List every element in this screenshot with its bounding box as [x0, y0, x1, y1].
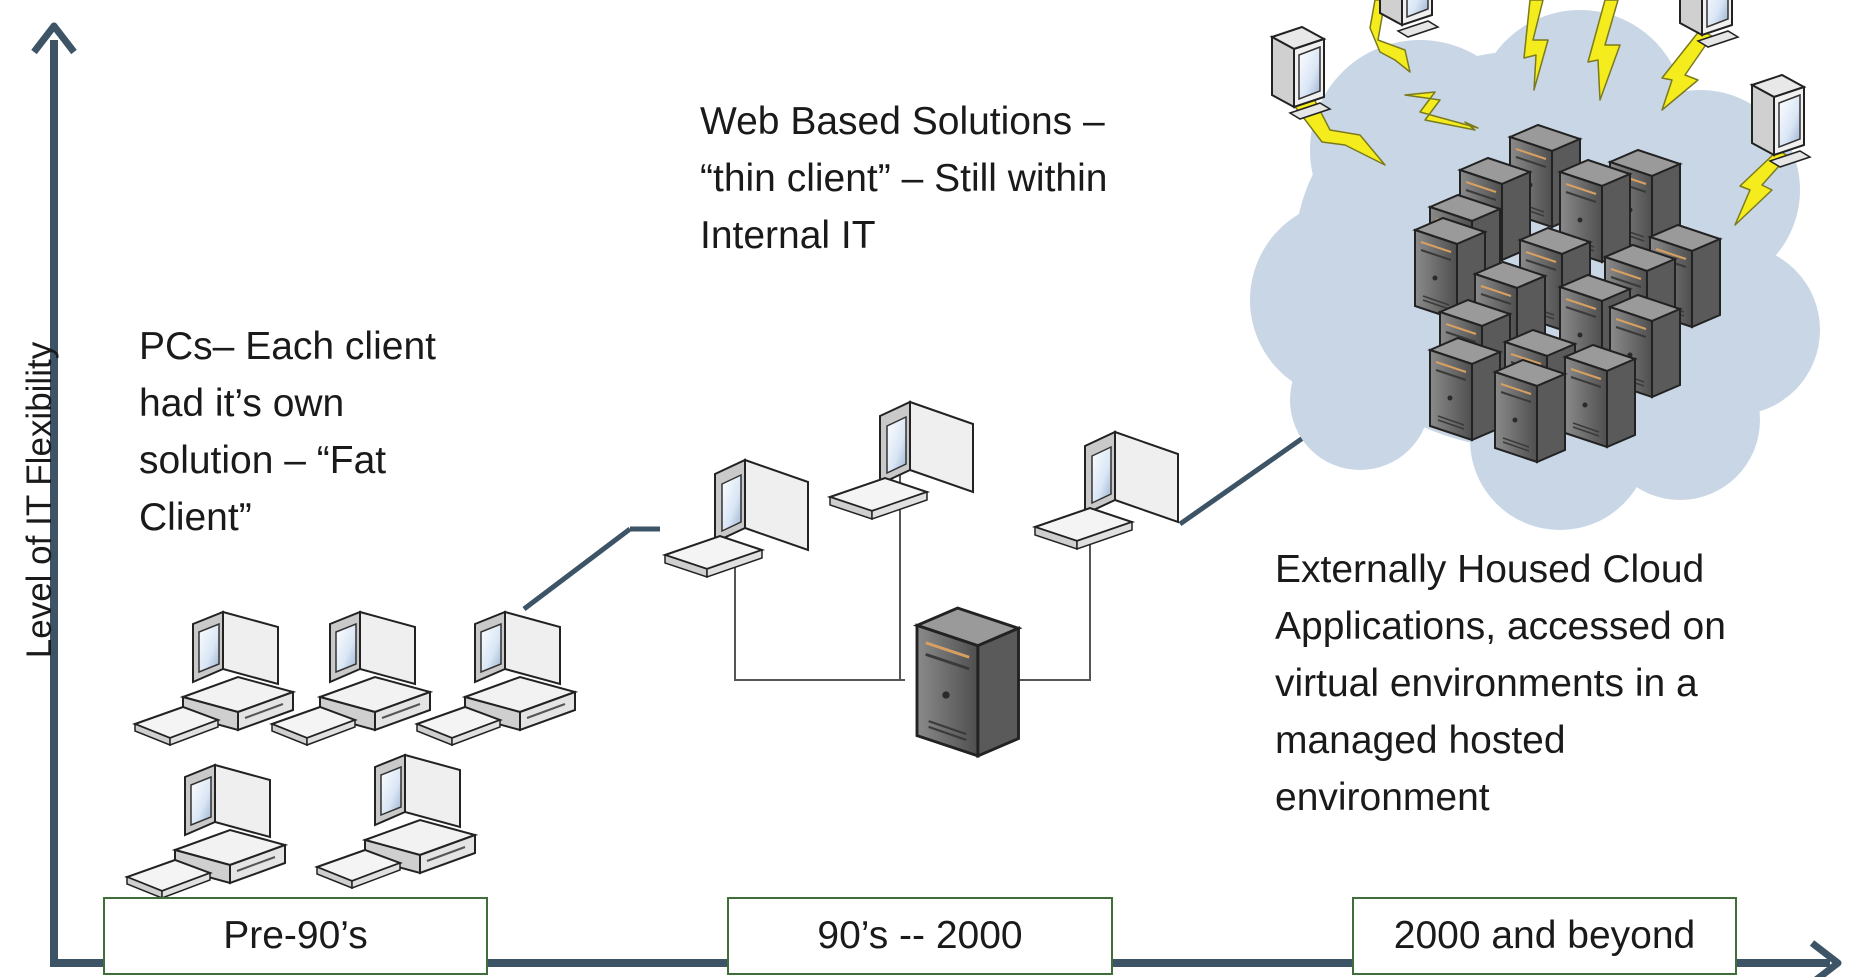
cloud-description: Externally Housed Cloud Applications, ac…: [1275, 548, 1726, 819]
era-label-90s-2000: 90’s -- 2000: [727, 897, 1113, 975]
desktop-computer-icon: [271, 611, 431, 746]
monitor-icon: [1679, 0, 1739, 48]
y-axis-arrowhead: [31, 22, 77, 55]
server-tower-icon: [1494, 359, 1566, 463]
lightning-bolt-icon: [1404, 91, 1479, 131]
network-cable: [1015, 500, 1091, 681]
monitor-icon: [1271, 26, 1331, 120]
y-axis-label: Level of IT Flexibility: [20, 341, 59, 659]
desktop-computer-icon: [134, 611, 294, 746]
pc-cluster: [126, 611, 576, 899]
monitor-icon: [1379, 0, 1439, 38]
lightning-bolt-icon: [1587, 0, 1621, 101]
connector-pcs-to-web: [522, 527, 632, 611]
desktop-computer-icon: [126, 764, 286, 899]
x-axis-arrowhead: [1809, 940, 1842, 977]
monitor-icon: [1034, 431, 1179, 550]
cloud-cluster: [1250, 0, 1820, 530]
monitor-icon: [664, 459, 809, 578]
server-tower-icon: [1564, 344, 1636, 448]
era-label-pre-90s: Pre-90’s: [103, 897, 488, 975]
fat-client-description: PCs– Each client had it’s own solution –…: [139, 325, 436, 539]
network-cable: [734, 555, 905, 681]
lightning-bolt-icon: [1523, 0, 1549, 91]
era-label-2000-beyond: 2000 and beyond: [1352, 897, 1737, 975]
desktop-computer-icon: [416, 611, 576, 746]
network-cluster: [664, 401, 1179, 758]
monitor-icon: [829, 401, 974, 520]
server-tower-icon: [1429, 337, 1501, 441]
desktop-computer-icon: [316, 754, 476, 889]
thin-client-description: Web Based Solutions – “thin client” – St…: [700, 100, 1108, 257]
server-tower-icon: [915, 606, 1020, 758]
